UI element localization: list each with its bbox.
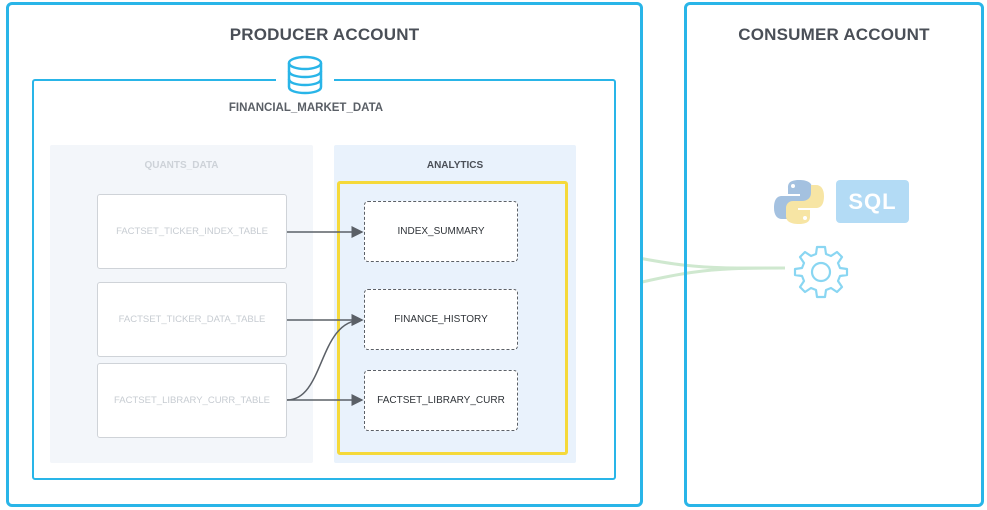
- sql-badge: SQL: [836, 180, 909, 223]
- database-icon: [276, 53, 334, 99]
- source-table[interactable]: FACTSET_TICKER_INDEX_TABLE: [97, 194, 287, 269]
- database-name: FINANCIAL_MARKET_DATA: [228, 102, 384, 114]
- producer-account-title: PRODUCER ACCOUNT: [229, 25, 420, 44]
- secure-view[interactable]: INDEX_SUMMARY: [364, 201, 518, 262]
- schema-analytics-title: ANALYTICS: [426, 160, 484, 171]
- arrow-curr-to-history: [286, 314, 364, 401]
- schema-quants-data-title: QUANTS_DATA: [144, 160, 219, 171]
- gear-icon: [793, 243, 849, 299]
- secure-view[interactable]: FACTSET_LIBRARY_CURR: [364, 370, 518, 431]
- source-table[interactable]: FACTSET_TICKER_DATA_TABLE: [97, 282, 287, 357]
- consumer-account-panel: [684, 2, 984, 507]
- python-icon: [772, 178, 826, 226]
- consumer-account-title: CONSUMER ACCOUNT: [738, 25, 930, 44]
- secure-view[interactable]: FINANCE_HISTORY: [364, 289, 518, 350]
- shared-views-highlight: [337, 181, 568, 455]
- source-table[interactable]: FACTSET_LIBRARY_CURR_TABLE: [97, 363, 287, 438]
- sql-badge-label: SQL: [848, 188, 897, 214]
